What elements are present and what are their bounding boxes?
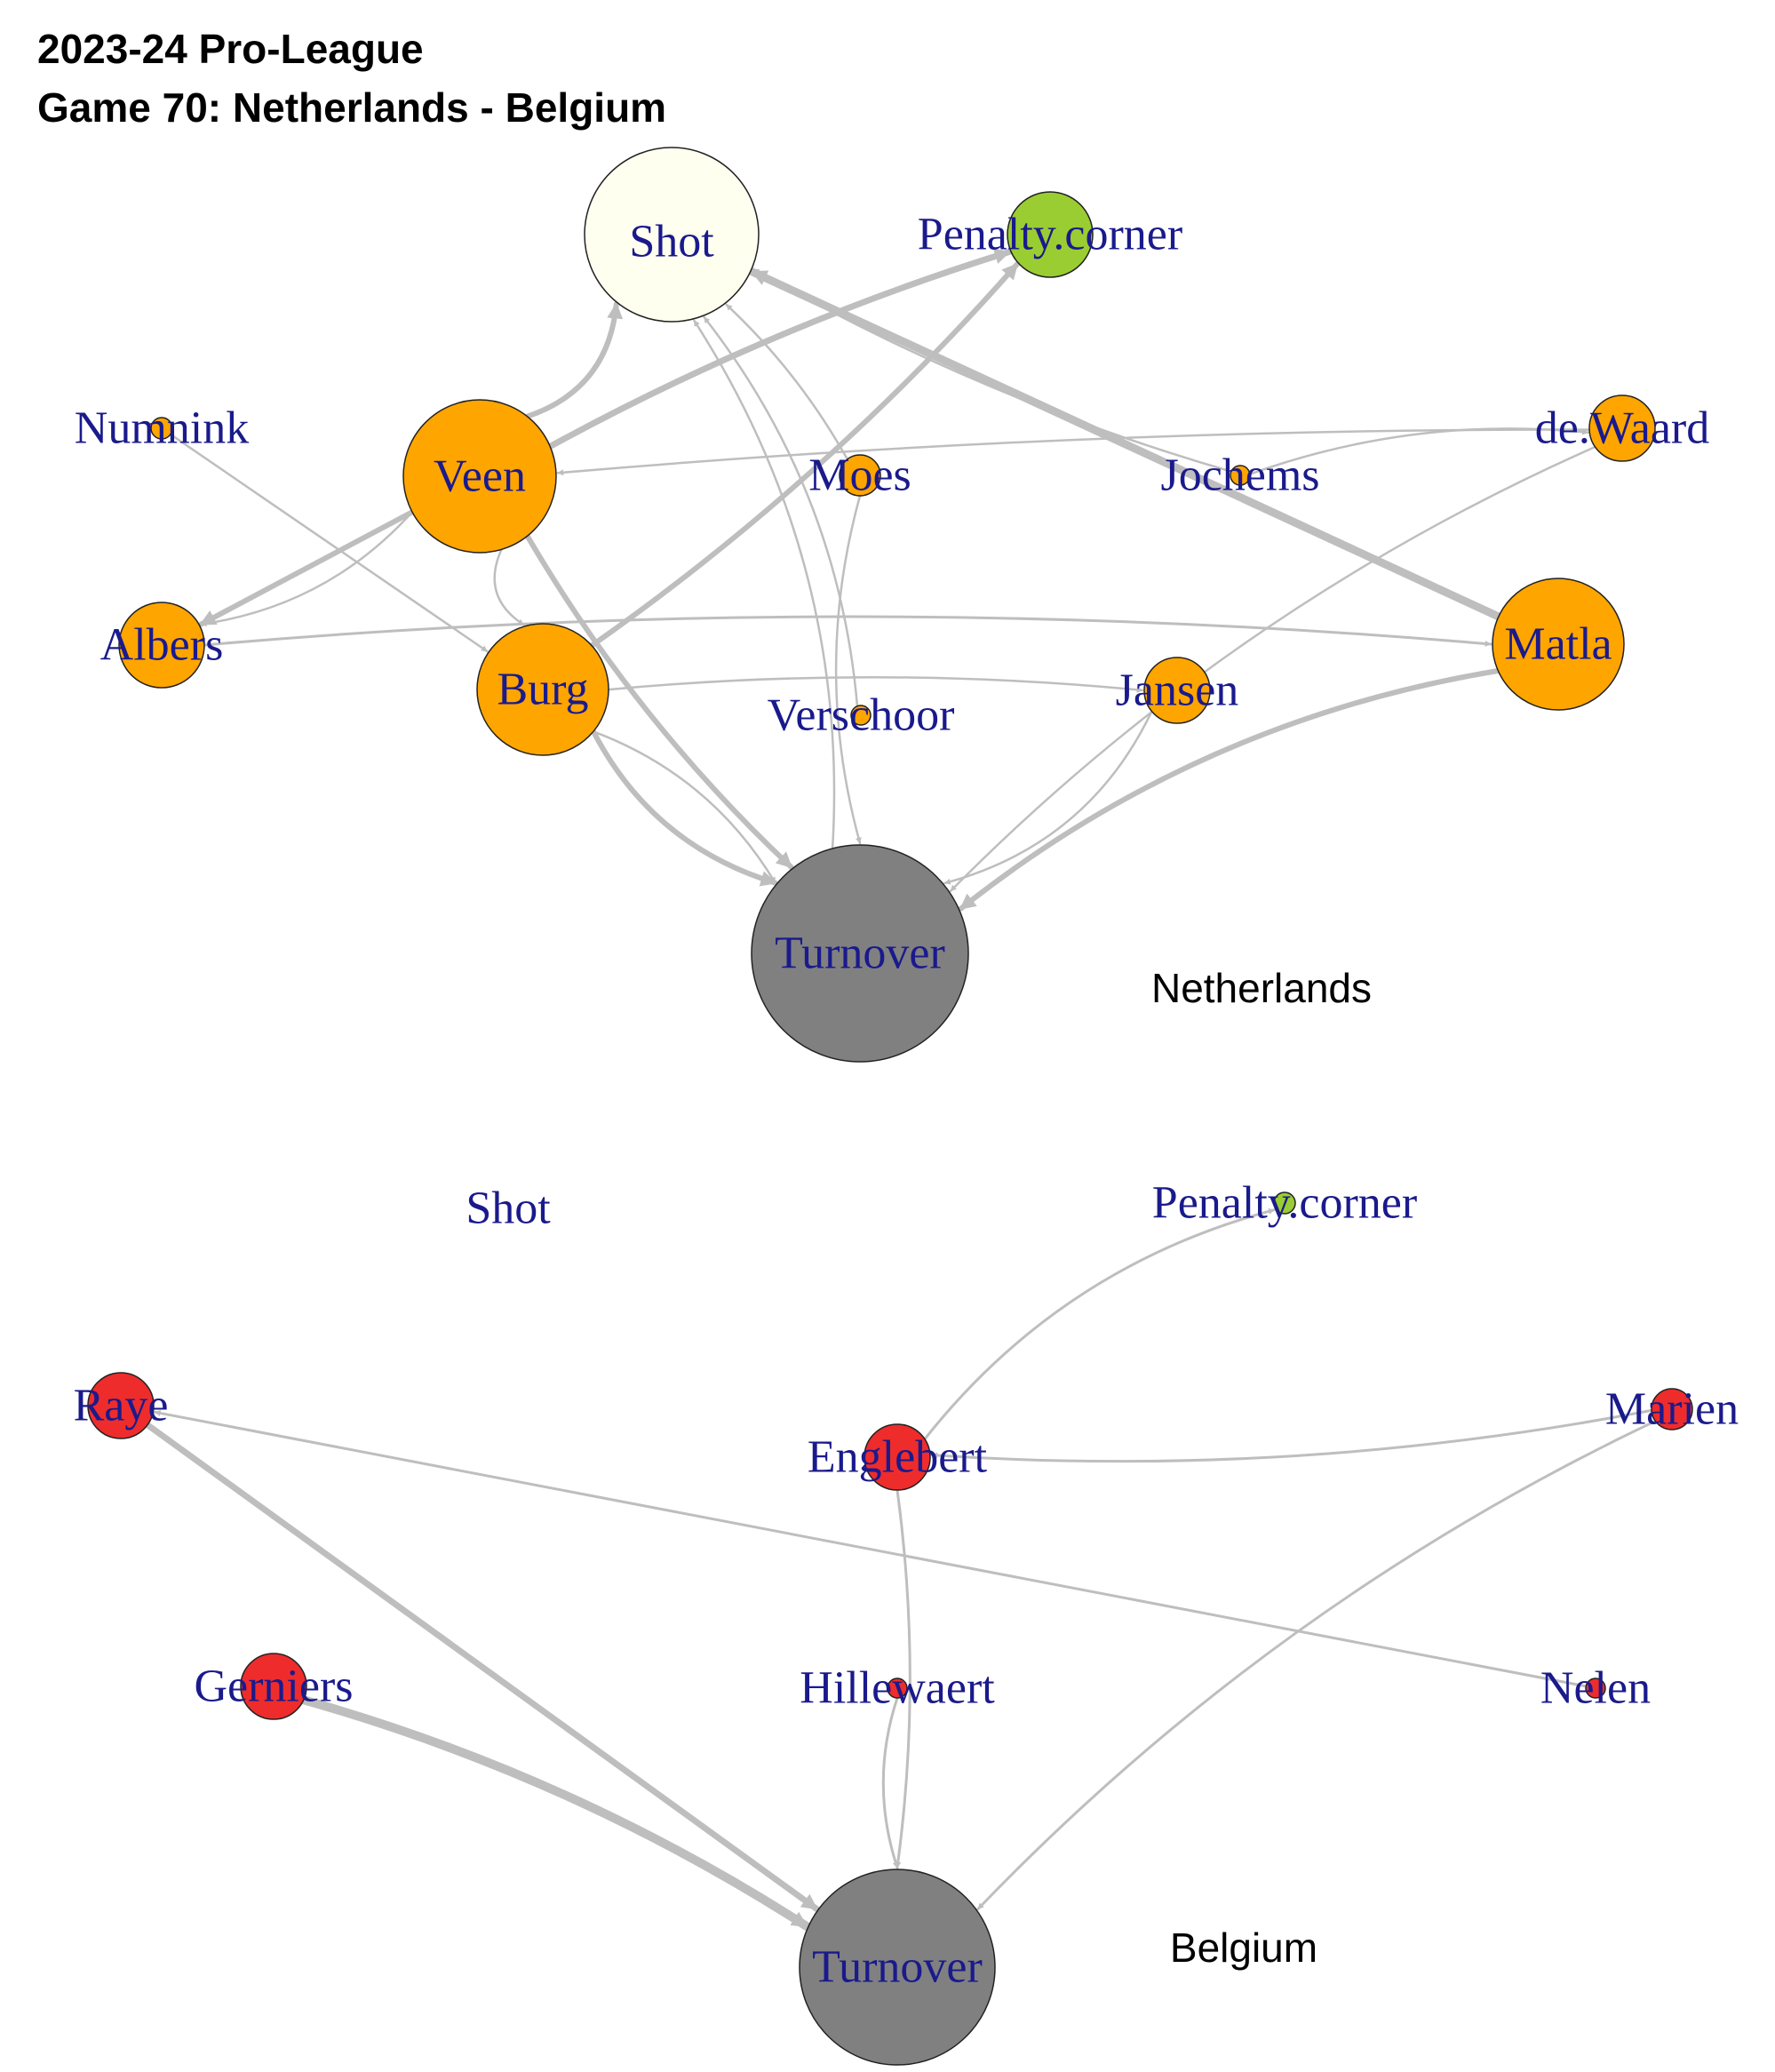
netherlands-edge-albers-to-matla (203, 615, 1492, 647)
edges-layer (144, 248, 1657, 1931)
netherlands-label-dewaard: de.Waard (1535, 403, 1709, 454)
belgium-edge-marien-to-englebert (930, 1408, 1653, 1463)
netherlands-label-turnover: Turnover (775, 928, 945, 979)
belgium-label-pc: Penalty.corner (1152, 1178, 1417, 1229)
netherlands-node-turnover (751, 844, 969, 1063)
netherlands-edge-moes-to-turnover (834, 494, 862, 845)
netherlands-edge-veen-to-turnover (524, 533, 794, 870)
netherlands-team-label: Netherlands (1151, 965, 1372, 1011)
belgium-label-marien: Marien (1605, 1384, 1739, 1435)
netherlands-edge-dewaard-to-turnover (949, 445, 1596, 892)
belgium-node-pc (1273, 1191, 1296, 1215)
netherlands-node-veen (402, 399, 557, 554)
netherlands-edge-jansen-to-turnover (943, 710, 1153, 885)
netherlands-edge-burg-to-pc (589, 261, 1020, 649)
belgium-node-raye (87, 1372, 155, 1439)
belgium-node-marien (1651, 1388, 1693, 1430)
netherlands-edge-veen-to-albers (198, 509, 415, 627)
belgium-edge-marien-to-turnover (976, 1419, 1657, 1910)
belgium-node-hillewaert (887, 1678, 908, 1699)
netherlands-label-jansen: Jansen (1116, 665, 1239, 716)
netherlands-edge-burg-to-turnover (592, 730, 776, 884)
netherlands-edge-matla-to-turnover (958, 668, 1501, 912)
belgium-edge-englebert-to-pc (923, 1207, 1276, 1441)
netherlands-node-dewaard (1588, 394, 1656, 462)
belgium-node-gerniers (240, 1653, 307, 1720)
netherlands-node-matla (1492, 578, 1625, 711)
belgium-edge-raye-to-turnover (144, 1422, 820, 1912)
netherlands-edge-numnink-to-burg (169, 433, 489, 653)
netherlands-edge-burg-to-turnover (590, 729, 778, 887)
netherlands-edge-matla-to-shot (748, 267, 1503, 621)
netherlands-node-moes (839, 454, 881, 497)
netherlands-node-albers (118, 602, 205, 689)
netherlands-edge-jochems-to-shot (752, 267, 1233, 473)
belgium-label-turnover: Turnover (812, 1942, 983, 1993)
netherlands-label-numnink: Numnink (75, 403, 249, 454)
netherlands-node-burg (476, 623, 609, 756)
netherlands-node-numnink (150, 417, 173, 440)
belgium-edge-nelen-to-raye (153, 1410, 1588, 1688)
netherlands-label-verschoor: Verschoor (768, 690, 955, 741)
netherlands-label-shot: Shot (629, 217, 714, 267)
netherlands-edge-moes-to-shot (725, 303, 849, 461)
netherlands-edge-verschoor-to-shot (703, 315, 859, 708)
belgium-node-nelen (1585, 1678, 1606, 1699)
title-line-1: 2023-24 Pro-League (37, 26, 424, 72)
belgium-label-englebert: Englebert (808, 1432, 988, 1483)
netherlands-label-moes: Moes (808, 450, 911, 501)
belgium-edge-englebert-to-turnover (895, 1488, 911, 1869)
nodes-layer (87, 147, 1693, 2066)
netherlands-edge-veen-to-albers (199, 511, 414, 627)
belgium-edge-hillewaert-to-turnover (881, 1696, 899, 1869)
belgium-team-label: Belgium (1170, 1925, 1317, 1971)
netherlands-label-pc: Penalty.corner (918, 210, 1182, 260)
netherlands-node-verschoor (850, 705, 872, 726)
netherlands-node-jansen (1143, 657, 1211, 724)
netherlands-label-veen: Veen (434, 451, 526, 502)
netherlands-node-shot (584, 147, 760, 323)
netherlands-label-burg: Burg (497, 665, 588, 715)
netherlands-label-albers: Albers (100, 620, 224, 671)
belgium-label-shot: Shot (466, 1183, 551, 1234)
netherlands-edge-veen-to-pc (546, 248, 1013, 450)
belgium-edge-gerniers-to-turnover (298, 1695, 811, 1931)
belgium-label-raye: Raye (74, 1381, 169, 1431)
belgium-label-hillewaert: Hillewaert (800, 1663, 995, 1714)
netherlands-edge-turnover-to-shot (693, 319, 836, 850)
netherlands-edge-veen-to-burg (493, 548, 525, 626)
belgium-label-nelen: Nelen (1540, 1663, 1651, 1714)
netherlands-edge-dewaard-to-veen (556, 428, 1591, 476)
title-line-2: Game 70: Netherlands - Belgium (37, 84, 667, 131)
netherlands-label-jochems: Jochems (1160, 450, 1319, 501)
belgium-node-englebert (864, 1423, 931, 1491)
belgium-label-gerniers: Gerniers (194, 1662, 353, 1712)
netherlands-label-matla: Matla (1504, 619, 1612, 670)
netherlands-edge-veen-to-shot (524, 301, 624, 419)
netherlands-node-pc (1007, 191, 1094, 278)
belgium-node-turnover (799, 1869, 996, 2066)
chart-title: 2023-24 Pro-League Game 70: Netherlands … (37, 20, 666, 137)
netherlands-edge-burg-to-jansen (607, 676, 1144, 693)
netherlands-node-jochems (1230, 465, 1251, 486)
